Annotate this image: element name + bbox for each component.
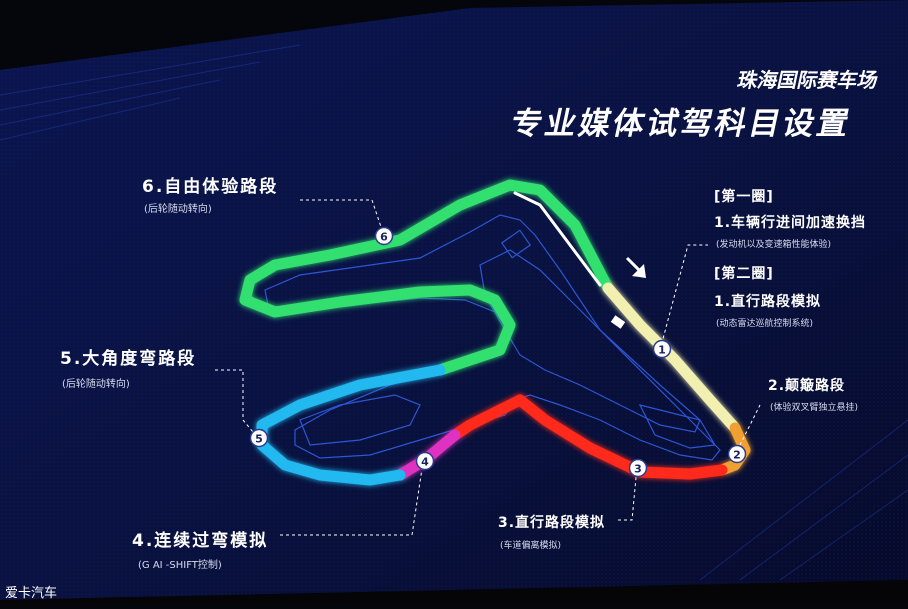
section-3-title: 3.直行路段模拟 xyxy=(498,515,606,531)
marker-1: 1 xyxy=(652,339,672,359)
watermark-text: 爱卡汽车 xyxy=(5,586,58,601)
track-segment-3 xyxy=(449,394,728,480)
marker-2-label: 2 xyxy=(733,449,741,462)
marker-5: 5 xyxy=(249,428,269,448)
lap-2-heading: [第二圈] xyxy=(714,266,774,282)
marker-5-label: 5 xyxy=(255,433,263,446)
section-2-title: 2.颠簸路段 xyxy=(768,378,846,394)
section-3-note: (车道偏离模拟) xyxy=(500,541,562,551)
leader-lines xyxy=(215,199,761,536)
marker-3: 3 xyxy=(628,458,648,478)
track-segment-6 xyxy=(239,179,614,376)
section-6-note: (后轮随动转向) xyxy=(144,204,212,215)
section-6-title: 6.自由体验路段 xyxy=(142,177,279,197)
lap-1-item: 1.车辆行进间加速换挡 xyxy=(714,215,867,231)
section-4-title: 4.连续过弯模拟 xyxy=(132,531,269,551)
section-5-title: 5.大角度弯路段 xyxy=(60,349,197,369)
marker-3-label: 3 xyxy=(634,463,642,476)
section-5-note: (后轮随动转向) xyxy=(62,379,130,390)
section-2-note: (体验双叉臂独立悬挂) xyxy=(770,403,859,413)
pit-lane-highlight xyxy=(513,191,602,287)
marker-6-label: 6 xyxy=(380,231,388,244)
marker-2: 2 xyxy=(727,444,747,464)
direction-arrow-icon xyxy=(625,256,646,278)
lap-2-item: 1.直行路段模拟 xyxy=(714,294,822,310)
lap-2-note: (动态雷达巡航控制系统) xyxy=(716,319,814,329)
track-segment-1 xyxy=(602,282,741,434)
section-4-note: (G AI -SHIFT控制) xyxy=(138,560,222,571)
lap-1-heading: [第一圈] xyxy=(714,189,774,205)
lap-1-note: (发动机以及变速箱性能体验) xyxy=(716,240,832,250)
program-title: 专业媒体试驾科目设置 xyxy=(507,106,856,142)
venue-name: 珠海国际赛车场 xyxy=(735,68,881,92)
marker-4-label: 4 xyxy=(421,456,429,469)
marker-1-label: 1 xyxy=(658,344,666,357)
marker-4: 4 xyxy=(415,451,435,471)
marker-6: 6 xyxy=(374,226,394,246)
decorative-streaks xyxy=(0,44,908,581)
